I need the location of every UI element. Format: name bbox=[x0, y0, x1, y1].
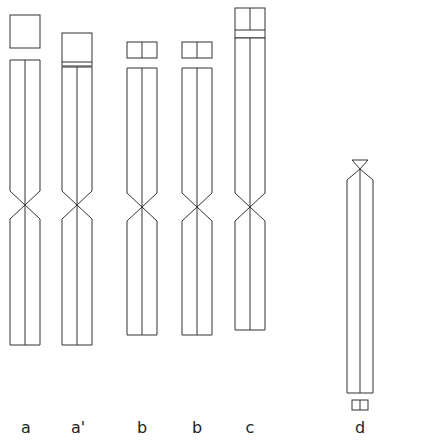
satellite bbox=[127, 42, 157, 58]
satellite bbox=[10, 15, 40, 48]
chromatid-line bbox=[25, 60, 26, 345]
chromosome-label: b bbox=[137, 419, 147, 437]
chromatid-line bbox=[142, 68, 143, 335]
satellite bbox=[235, 8, 265, 38]
satellite-line bbox=[197, 42, 198, 58]
chromosome bbox=[347, 169, 373, 393]
chromosome bbox=[182, 68, 212, 335]
satellite-line bbox=[360, 400, 361, 410]
chromosome bbox=[62, 67, 92, 345]
chromatid-line bbox=[360, 169, 361, 393]
chromosome-label: a' bbox=[71, 419, 85, 437]
chromosome-label: d bbox=[355, 419, 365, 437]
chromosome bbox=[10, 60, 40, 345]
chromosome-label: a bbox=[21, 419, 31, 437]
chromosome bbox=[127, 68, 157, 335]
satellite bbox=[182, 42, 212, 58]
chromatid-line bbox=[250, 38, 251, 330]
chromosome-label: b bbox=[192, 419, 202, 437]
chromatid-line bbox=[77, 67, 78, 345]
chromatid-line bbox=[197, 68, 198, 335]
satellite-line bbox=[142, 42, 143, 58]
satellite-line bbox=[235, 8, 265, 30]
chromosome bbox=[235, 38, 265, 330]
satellite-line bbox=[62, 62, 92, 63]
centromere bbox=[352, 160, 368, 169]
satellite bbox=[352, 400, 368, 410]
chromosome-label: c bbox=[246, 419, 255, 437]
satellite bbox=[62, 33, 92, 66]
